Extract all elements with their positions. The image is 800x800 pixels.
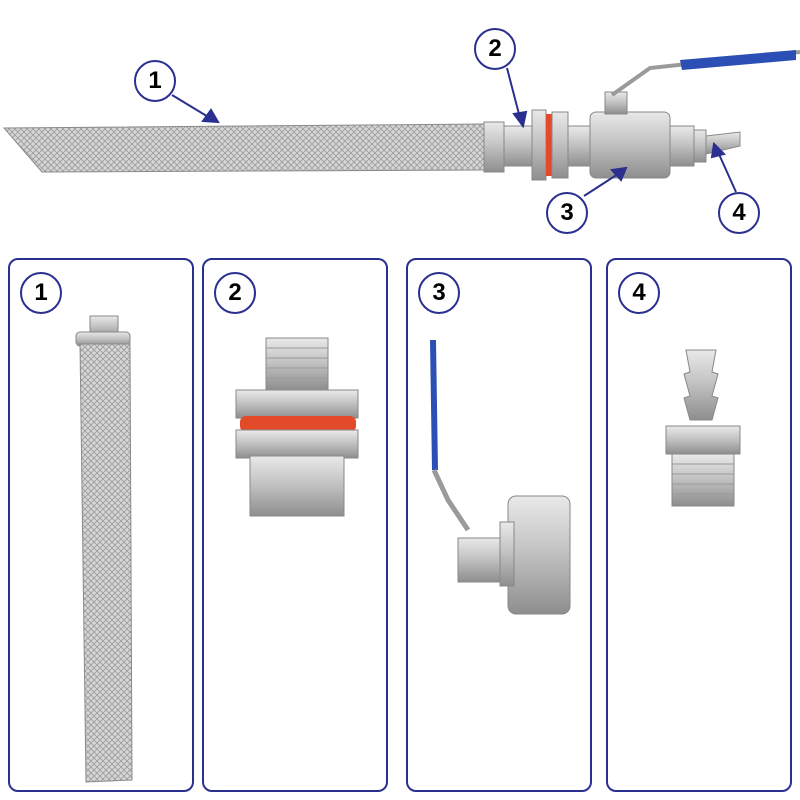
panel-number: 2 bbox=[214, 272, 256, 314]
panel-mesh-tube: 1 bbox=[8, 258, 194, 792]
panel-hose-barb: 4 bbox=[606, 258, 792, 792]
panel-bulkhead: 2 bbox=[202, 258, 388, 792]
panel-number: 4 bbox=[618, 272, 660, 314]
bulkhead-fitting-icon bbox=[235, 337, 359, 517]
assembly-mesh-tube bbox=[2, 123, 485, 173]
panel-number: 1 bbox=[20, 272, 62, 314]
assembly-ball-valve bbox=[567, 50, 800, 179]
ball-valve-icon bbox=[430, 340, 571, 615]
callout-4: 4 bbox=[718, 192, 760, 234]
assembly-illustration bbox=[2, 50, 800, 197]
mesh-tube-filter-icon bbox=[75, 315, 133, 783]
callout-2: 2 bbox=[474, 28, 516, 70]
callout-3: 3 bbox=[546, 192, 588, 234]
assembly-bulkhead bbox=[483, 109, 569, 181]
callout-arrows bbox=[171, 67, 737, 197]
callout-1: 1 bbox=[134, 60, 176, 102]
panel-ball-valve: 3 bbox=[406, 258, 592, 792]
hose-barb-icon bbox=[665, 349, 741, 507]
panel-number: 3 bbox=[418, 272, 460, 314]
